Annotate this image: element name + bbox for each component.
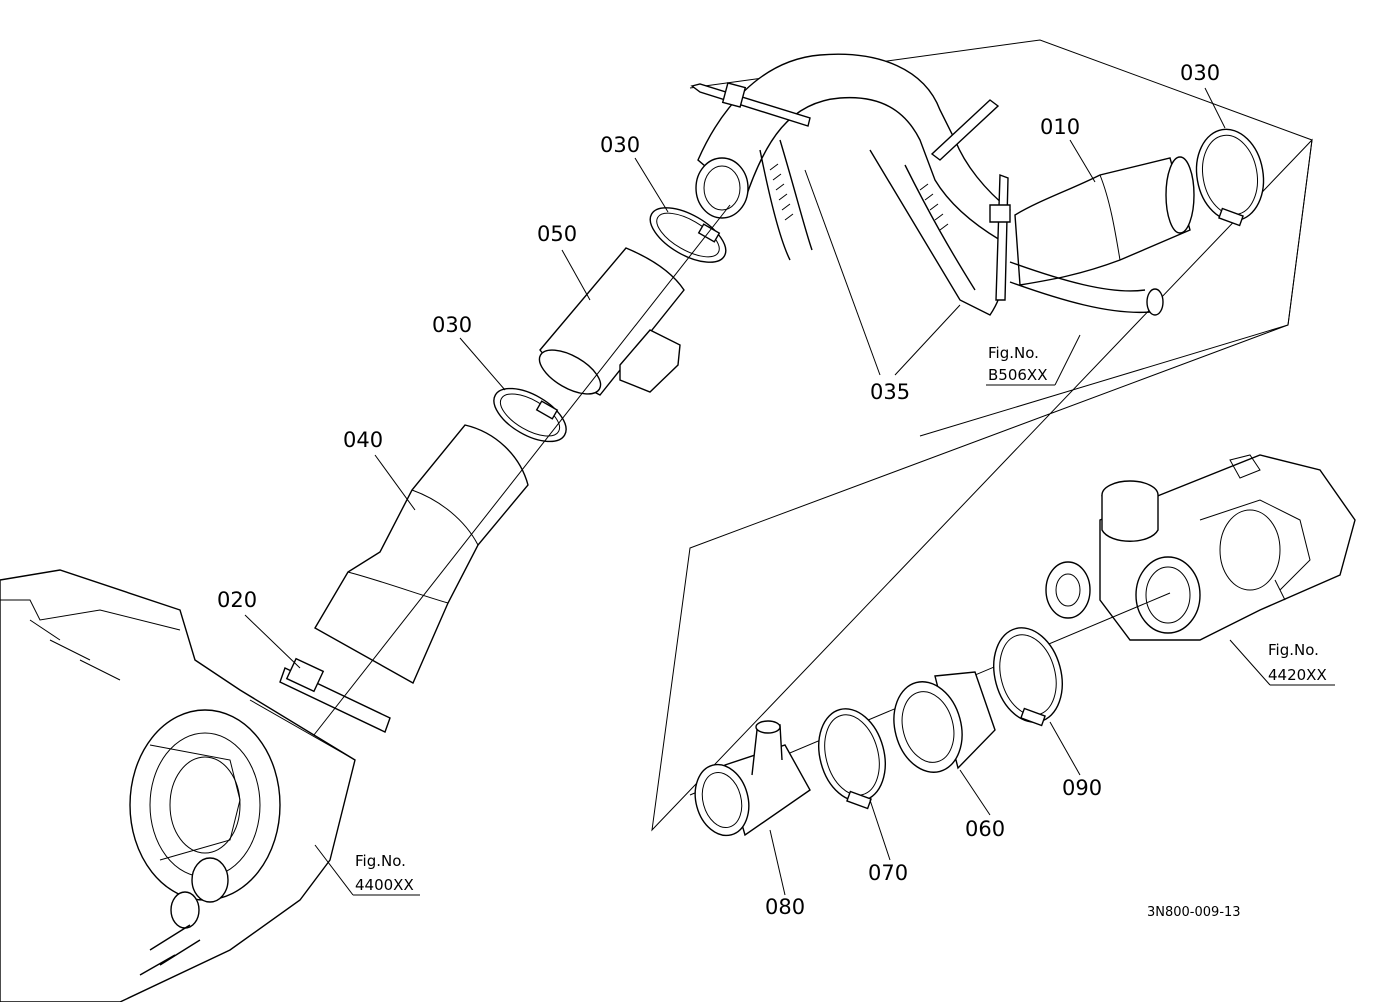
- clamp-090: [993, 627, 1063, 727]
- label-035: 035: [870, 380, 910, 404]
- turbo-group-frame: [651, 138, 1313, 832]
- label-040: 040: [343, 428, 383, 452]
- fig-ref-4420-label: Fig.No.: [1268, 641, 1319, 659]
- label-090: 090: [1062, 776, 1102, 800]
- turbocharger-4420: [1045, 454, 1356, 641]
- label-070: 070: [868, 861, 908, 885]
- label-030-low: 030: [432, 313, 472, 337]
- label-030-top: 030: [1180, 61, 1220, 85]
- pipe-010: [1009, 156, 1195, 316]
- label-020: 020: [217, 588, 257, 612]
- fig-ref-4420-number: 4420XX: [1268, 666, 1327, 684]
- elbow-040: [314, 424, 529, 684]
- fig-ref-4400-number: 4400XX: [355, 876, 414, 894]
- drawing-code: 3N800-009-13: [1147, 905, 1241, 920]
- hose-035-assembly: [690, 53, 1011, 316]
- leader-lines: [244, 87, 1335, 896]
- clamp-030-low: [493, 387, 567, 443]
- tee-pipe-080: [694, 720, 811, 837]
- label-030-mid: 030: [600, 133, 640, 157]
- fig-ref-b506-number: B506XX: [988, 366, 1047, 384]
- fig-ref-b506-label: Fig.No.: [988, 344, 1039, 362]
- hose-060: [893, 671, 996, 773]
- clamp-070: [818, 708, 886, 810]
- label-010: 010: [1040, 115, 1080, 139]
- fig-ref-4400-label: Fig.No.: [355, 852, 406, 870]
- band-clamp-020: [279, 657, 391, 733]
- label-050: 050: [537, 222, 577, 246]
- label-060: 060: [965, 817, 1005, 841]
- label-080: 080: [765, 895, 805, 919]
- clamp-030-top: [1195, 128, 1265, 227]
- resonator-050: [538, 247, 685, 396]
- assembly-axis: [309, 204, 731, 741]
- air-cleaner-4400: [0, 569, 356, 1003]
